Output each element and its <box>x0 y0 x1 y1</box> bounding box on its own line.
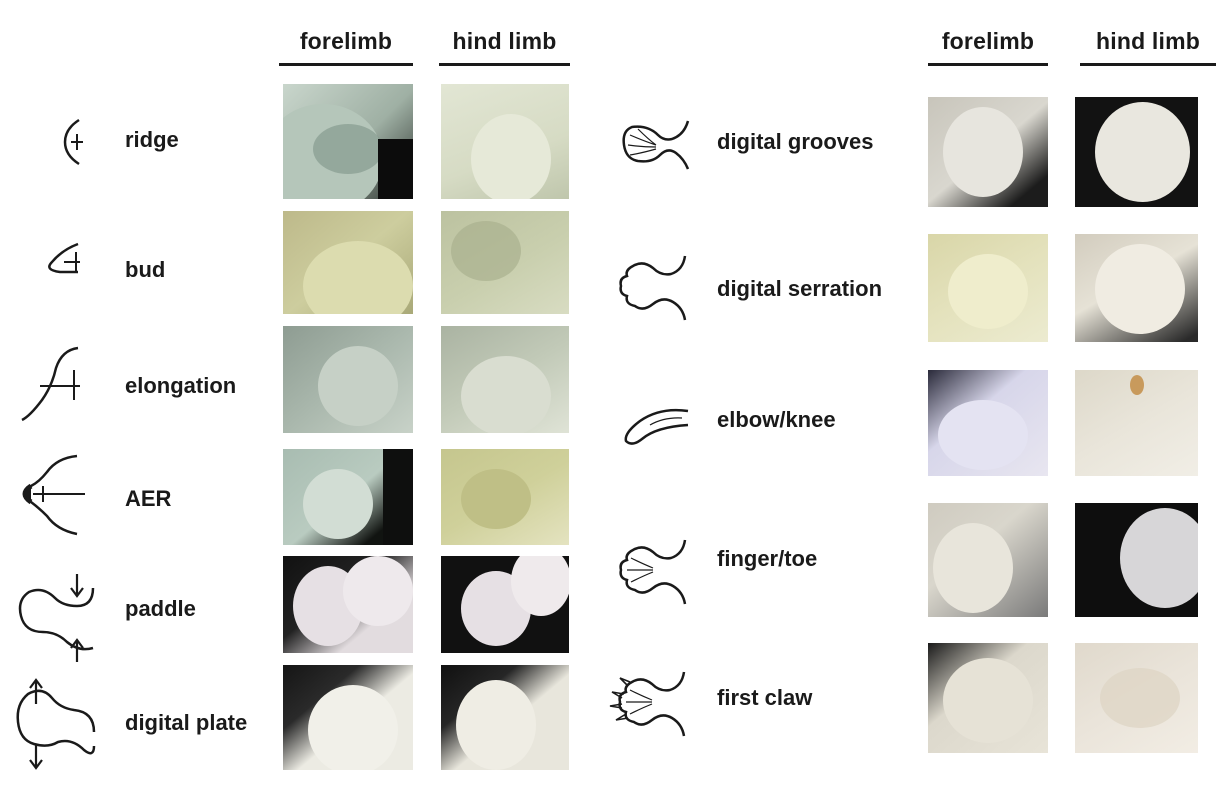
digital-serration-icon <box>619 255 687 321</box>
photo-ridge-hindlimb <box>441 84 569 199</box>
photo-digital-plate-forelimb <box>283 665 413 770</box>
stage-label-elbow-knee: elbow/knee <box>717 407 836 432</box>
stage-label-first-claw: first claw <box>717 685 813 710</box>
photo-digital-plate-hindlimb <box>441 665 569 770</box>
right-hindlimb-header-rule <box>1080 63 1216 66</box>
right-forelimb-header-rule <box>928 63 1048 66</box>
digital-grooves-icon <box>622 120 690 170</box>
elbow-knee-icon <box>624 408 689 445</box>
finger-toe-icon <box>619 539 687 605</box>
left-forelimb-header-rule <box>279 63 413 66</box>
first-claw-icon <box>609 671 686 737</box>
photo-finger-toe-hindlimb <box>1075 503 1198 617</box>
photo-elongation-hindlimb <box>441 326 569 433</box>
ridge-icon <box>63 118 83 166</box>
stage-label-ridge: ridge <box>125 127 179 152</box>
photo-first-claw-hindlimb <box>1075 643 1198 753</box>
photo-aer-hindlimb <box>441 449 569 545</box>
photo-elongation-forelimb <box>283 326 413 433</box>
photo-paddle-forelimb <box>283 556 413 653</box>
photo-digital-grooves-hindlimb <box>1075 97 1198 207</box>
aer-icon <box>22 454 85 536</box>
photo-elbow-knee-hindlimb <box>1075 370 1198 476</box>
photo-finger-toe-forelimb <box>928 503 1048 617</box>
stage-label-digital-grooves: digital grooves <box>717 129 874 154</box>
photo-digital-serration-forelimb <box>928 234 1048 342</box>
left-forelimb-header: forelimb <box>299 28 393 54</box>
stage-label-digital-plate: digital plate <box>125 710 248 735</box>
photo-bud-forelimb <box>283 211 413 314</box>
photo-ridge-forelimb <box>283 84 413 199</box>
stage-label-paddle: paddle <box>125 596 196 621</box>
photo-paddle-hindlimb <box>441 556 569 653</box>
elongation-icon <box>21 346 80 422</box>
right-hindlimb-header: hind limb <box>1095 28 1200 54</box>
photo-aer-forelimb <box>283 449 413 545</box>
paddle-icon <box>18 574 95 662</box>
photo-elbow-knee-forelimb <box>928 370 1048 476</box>
right-forelimb-header: forelimb <box>941 28 1035 54</box>
photo-digital-serration-hindlimb <box>1075 234 1198 342</box>
stage-label-finger-toe: finger/toe <box>717 546 818 571</box>
bud-icon <box>48 242 80 274</box>
stage-label-digital-serration: digital serration <box>717 276 883 301</box>
photo-digital-grooves-forelimb <box>928 97 1048 207</box>
left-hindlimb-header-rule <box>439 63 570 66</box>
stage-label-bud: bud <box>125 257 166 282</box>
left-hindlimb-header: hind limb <box>452 28 557 54</box>
stage-label-elongation: elongation <box>125 373 237 398</box>
stage-label-aer: AER <box>125 486 172 511</box>
photo-first-claw-forelimb <box>928 643 1048 753</box>
photo-bud-hindlimb <box>441 211 569 314</box>
digital-plate-icon <box>16 678 96 770</box>
